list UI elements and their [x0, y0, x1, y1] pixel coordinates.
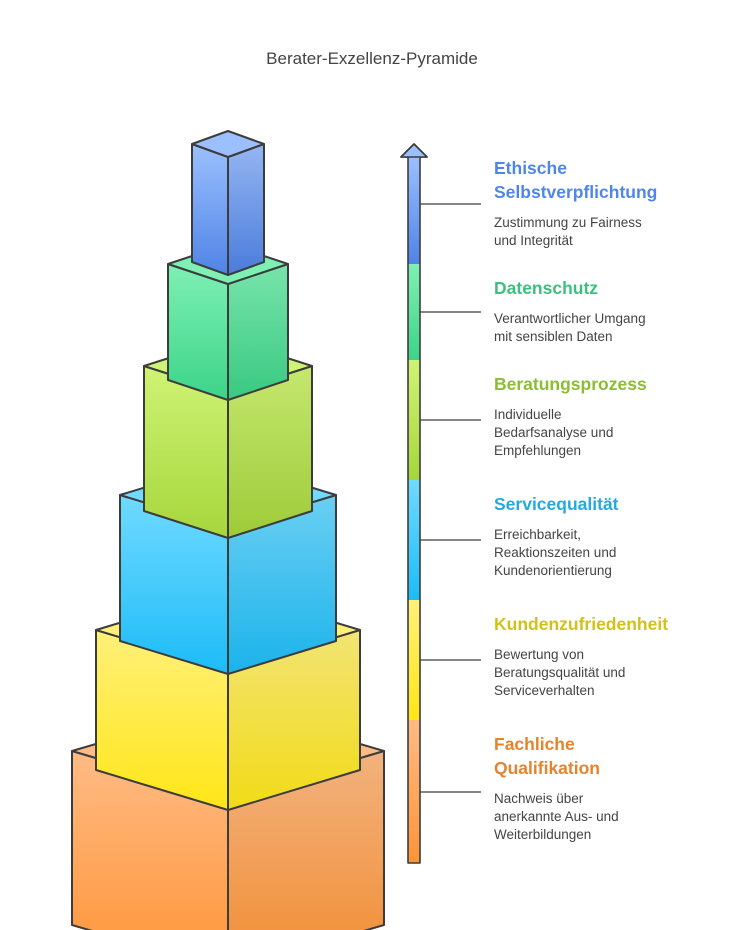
level-description-line: Kundenorientierung [494, 563, 612, 578]
scale-segment-5 [408, 600, 420, 720]
diagram-title: Berater-Exzellenz-Pyramide [266, 49, 478, 68]
level-description-line: Bedarfsanalyse und [494, 425, 614, 440]
scale-segment-3 [408, 360, 420, 480]
level-title: Kundenzufriedenheit [494, 612, 739, 636]
level-description-line: und Integrität [494, 233, 573, 248]
scale-segment-6 [408, 720, 420, 863]
level-description-line: Weiterbildungen [494, 827, 592, 842]
level-title-line: Ethische [494, 158, 567, 178]
arrow-head-icon [400, 143, 428, 158]
vertical-scale-arrow [400, 143, 428, 864]
pyramid-blocks [71, 130, 385, 930]
level-title-line: Fachliche [494, 734, 575, 754]
level-title-line: Servicequalität [494, 494, 619, 514]
level-description-line: Beratungsqualität und [494, 665, 626, 680]
level-title-line: Selbstverpflichtung [494, 182, 658, 202]
level-title-line: Datenschutz [494, 278, 599, 298]
level-title: Datenschutz [494, 276, 739, 300]
level-description-line: Reaktionszeiten und [494, 545, 617, 560]
level-description-line: Verantwortlicher Umgang [494, 311, 646, 326]
scale-segment-1 [408, 157, 420, 264]
level-title-line: Beratungsprozess [494, 374, 647, 394]
scale-segment-2 [408, 264, 420, 360]
level-description-line: Empfehlungen [494, 443, 582, 458]
level-title-line: Qualifikation [494, 758, 600, 778]
level-description-line: Individuelle [494, 407, 562, 422]
level-description-line: mit sensiblen Daten [494, 329, 613, 344]
level-title-line: Kundenzufriedenheit [494, 614, 669, 634]
level-title: Beratungsprozess [494, 372, 739, 396]
pyramid-block-1 [191, 130, 265, 276]
level-description: Verantwortlicher Umgang mit sensiblen Dat… [494, 310, 739, 346]
level-description-line: Erreichbarkeit, [494, 527, 582, 542]
level-description: Zustimmung zu Fairness und Integrität [494, 214, 739, 250]
level-description-line: Bewertung von [494, 647, 585, 662]
level-title: Servicequalität [494, 492, 739, 516]
level-description-line: Serviceverhalten [494, 683, 595, 698]
level-description-line: anerkannte Aus- und [494, 809, 619, 824]
level-description-line: Zustimmung zu Fairness [494, 215, 642, 230]
scale-segment-4 [408, 480, 420, 600]
connector-lines [420, 203, 481, 793]
level-description-line: Nachweis über [494, 791, 584, 806]
